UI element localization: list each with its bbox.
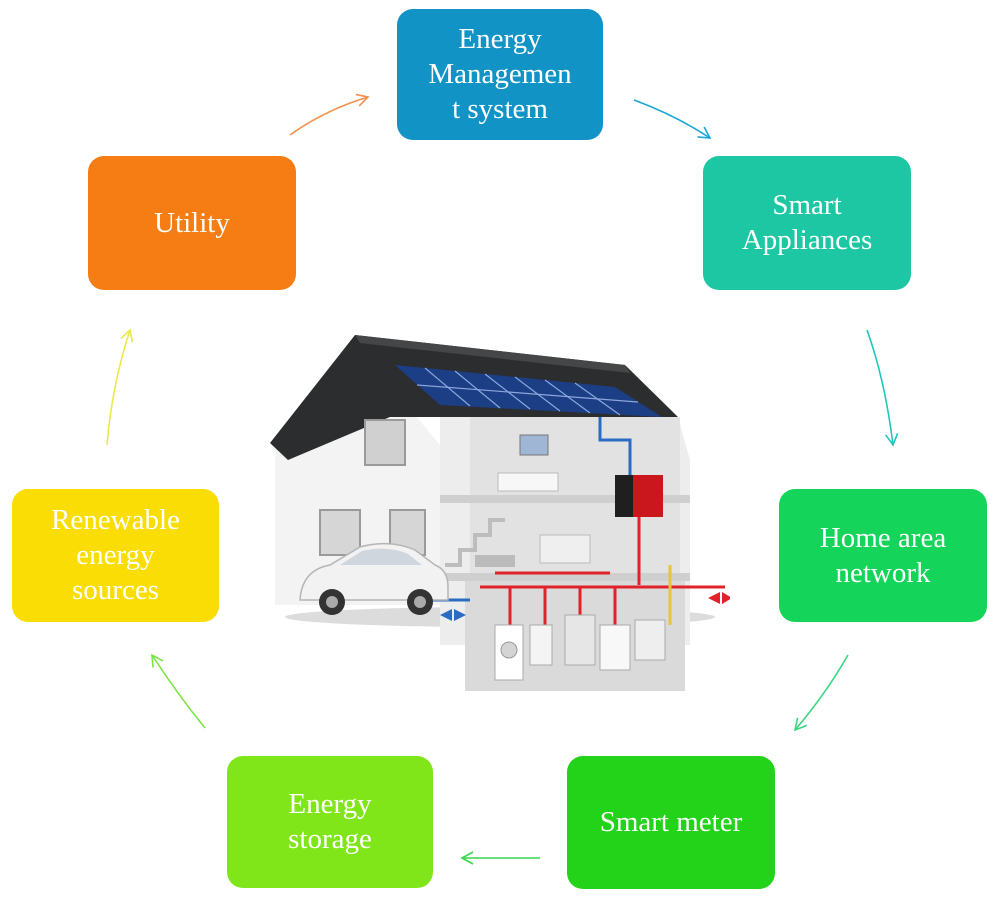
- box-text: Energy storage: [288, 787, 372, 857]
- renewable-energy-sources-box: Renewable energy sources: [12, 489, 219, 622]
- power-line: [480, 517, 725, 625]
- label-line: Managemen: [428, 58, 572, 90]
- label-line: storage: [288, 823, 372, 855]
- label-line: Energy: [288, 788, 372, 820]
- car-icon: [299, 542, 449, 615]
- energy-management-system-box: Energy Managemen t system: [397, 9, 603, 140]
- box-text: Smart meter: [600, 805, 743, 840]
- utility-box: Utility: [88, 156, 296, 290]
- smart-meter-box: Smart meter: [567, 756, 775, 889]
- label-line: Home area: [819, 521, 947, 554]
- label-line: sources: [72, 574, 159, 606]
- label-line: Energy: [458, 23, 542, 55]
- label-line: energy: [76, 539, 155, 571]
- arrow-ems-to-appliances: [633, 99, 712, 139]
- home-area-network-box: Home area network: [779, 489, 987, 622]
- arrow-utility-to-ems: [289, 93, 370, 136]
- box-text: Renewable energy sources: [51, 503, 180, 608]
- water-line: [598, 417, 632, 475]
- smart-home-illustration-icon: [270, 335, 730, 691]
- arrow-renewable-to-utility: [106, 328, 134, 446]
- label-line: network: [835, 556, 931, 589]
- label-line: Smart: [772, 189, 842, 221]
- smart-appliances-box: Smart Appliances: [703, 156, 911, 290]
- label-line: Renewable: [51, 504, 180, 536]
- arrow-han-to-meter: [793, 654, 849, 732]
- box-text: Utility: [154, 206, 230, 241]
- label-line: Appliances: [741, 224, 873, 256]
- box-text: Energy Managemen t system: [428, 22, 571, 127]
- arrow-appliances-to-han: [866, 329, 899, 447]
- box-text: Home area network: [820, 521, 946, 591]
- solar-panel-icon: [395, 365, 662, 417]
- energy-storage-box: Energy storage: [227, 756, 433, 888]
- box-text: Smart Appliances: [742, 188, 872, 258]
- label-line: Smart meter: [599, 806, 743, 838]
- label-line: Utility: [154, 206, 230, 239]
- label-line: t system: [452, 93, 548, 125]
- arrow-storage-to-renewable: [151, 653, 206, 729]
